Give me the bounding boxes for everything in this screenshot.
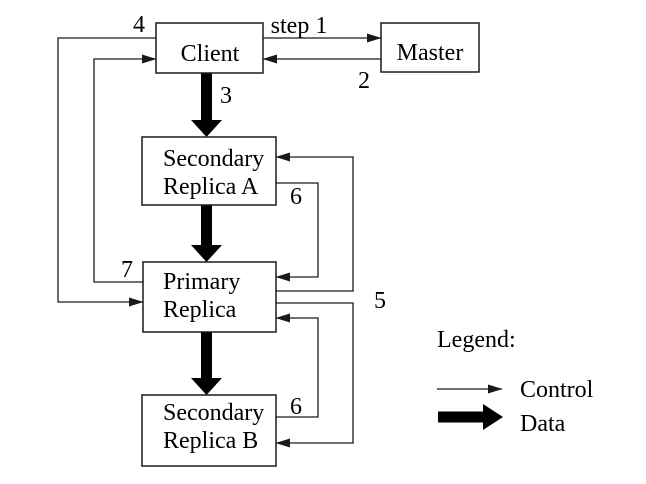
node-client-label: Client [181,41,240,67]
step-label-6-lower: 6 [290,394,302,420]
node-primary-replica-label-line2: Replica [163,297,237,323]
data-arrow-secondary-a-to-primary [191,205,222,262]
node-primary-replica-box [142,261,277,333]
node-secondary-replica-b-label-line2: Replica B [163,428,258,454]
step-label-3: 3 [220,83,232,109]
step-label-2: 2 [358,68,370,94]
node-secondary-replica-a-label-line1: Secondary [163,146,264,172]
node-secondary-replica-b-box [141,394,277,467]
control-arrow-step5-primary-to-secondary-a [275,152,354,292]
control-arrow-step6-secondary-a-to-primary [275,182,319,282]
legend-data-label: Data [520,411,566,437]
node-client-box [155,22,264,74]
step-label-4: 4 [133,12,145,38]
node-primary-replica-label-line1: Primary [163,269,240,295]
step-label-7: 7 [121,257,133,283]
node-master-box [380,22,480,73]
step-label-6-upper: 6 [290,184,302,210]
node-secondary-replica-a-box [141,136,277,206]
control-arrow-step7-primary-to-client [93,54,157,283]
legend-data-arrow-icon [438,404,503,430]
control-arrow-step6-secondary-b-to-primary [275,313,319,418]
node-master-label: Master [397,40,464,66]
node-secondary-replica-b-label-line1: Secondary [163,400,264,426]
data-arrow-step3-client-to-secondary-a [191,73,222,137]
control-arrow-step5-primary-to-secondary-b [275,302,354,448]
step-label-1: step 1 [271,13,328,39]
node-secondary-replica-a-label-line2: Replica A [163,174,259,200]
legend-control-label: Control [520,377,594,403]
legend-title: Legend: [437,327,516,353]
step-label-5: 5 [374,288,386,314]
control-arrow-step4-client-to-primary [57,37,156,307]
data-arrow-primary-to-secondary-b [191,332,222,395]
